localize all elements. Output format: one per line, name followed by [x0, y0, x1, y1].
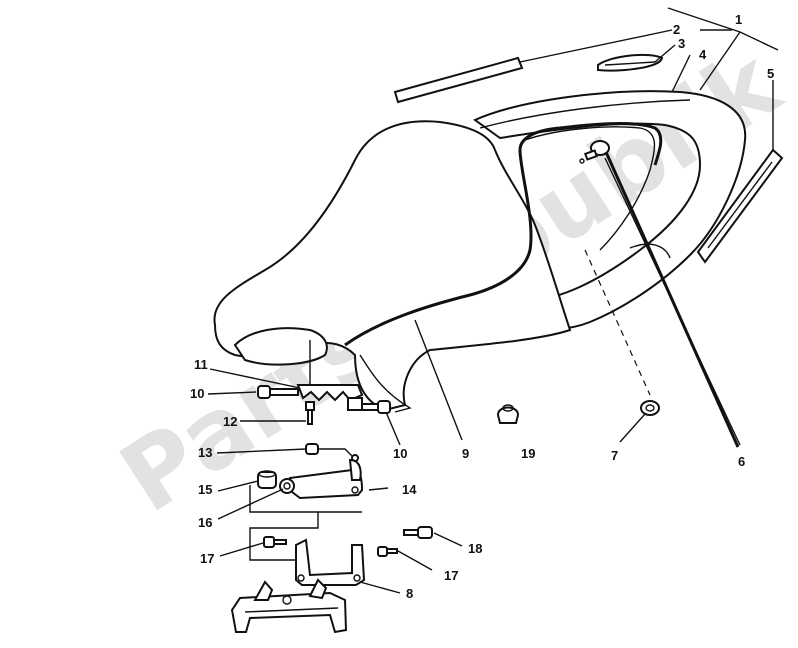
bolt-right	[361, 400, 391, 414]
seat-strip	[393, 56, 524, 104]
assembly-outline	[249, 485, 362, 561]
rubber-pad	[496, 404, 520, 424]
callout-8: 8	[406, 586, 413, 601]
screw-18	[403, 526, 433, 539]
callout-10-left: 10	[190, 386, 204, 401]
callout-labels: 1 2 3 4 5 6 7 8 9 10 10 11 12 13 14 15 1…	[190, 12, 774, 601]
bolt-left	[257, 385, 299, 399]
release-cable	[305, 443, 359, 462]
callout-18: 18	[468, 541, 482, 556]
callout-14: 14	[402, 482, 417, 497]
callout-7: 7	[611, 448, 618, 463]
mount-hidden-line	[584, 249, 651, 396]
callout-19: 19	[521, 446, 535, 461]
tail-detail	[629, 243, 671, 259]
seat-badge	[597, 53, 664, 72]
seat-side-edge	[359, 354, 412, 413]
callout-1: 1	[735, 12, 742, 27]
frame-mount	[230, 578, 348, 634]
tail-cover	[473, 90, 747, 330]
callout-5: 5	[767, 66, 774, 81]
callout-6: 6	[738, 454, 745, 469]
seat-support-bracket	[295, 538, 366, 586]
callout-16: 16	[198, 515, 212, 530]
callout-17-left: 17	[200, 551, 214, 566]
bushing	[257, 470, 277, 489]
screw-12	[305, 401, 315, 425]
tail-top-edge	[479, 99, 691, 129]
lock-pin	[279, 478, 295, 494]
rear-panel-outline	[524, 126, 656, 251]
callout-3: 3	[678, 36, 685, 51]
callout-10-right: 10	[393, 446, 407, 461]
seat-piping	[344, 122, 663, 347]
callout-11: 11	[194, 357, 208, 372]
callout-17-right: 17	[444, 568, 458, 583]
callout-12: 12	[223, 414, 237, 429]
screw-17-left	[263, 536, 287, 548]
seat-lock	[579, 140, 610, 164]
callout-2: 2	[673, 22, 680, 37]
callout-13: 13	[198, 445, 212, 460]
callout-9: 9	[462, 446, 469, 461]
seat-underside	[233, 327, 328, 366]
callout-15: 15	[198, 482, 212, 497]
seat-hook-plate	[296, 340, 364, 411]
screw-17-right	[377, 546, 398, 557]
lock-bracket	[288, 458, 364, 500]
grommet	[640, 400, 660, 416]
callout-4: 4	[699, 47, 707, 62]
leader-lines	[207, 7, 779, 594]
seat-assembly	[213, 90, 747, 413]
side-decal	[696, 148, 784, 264]
